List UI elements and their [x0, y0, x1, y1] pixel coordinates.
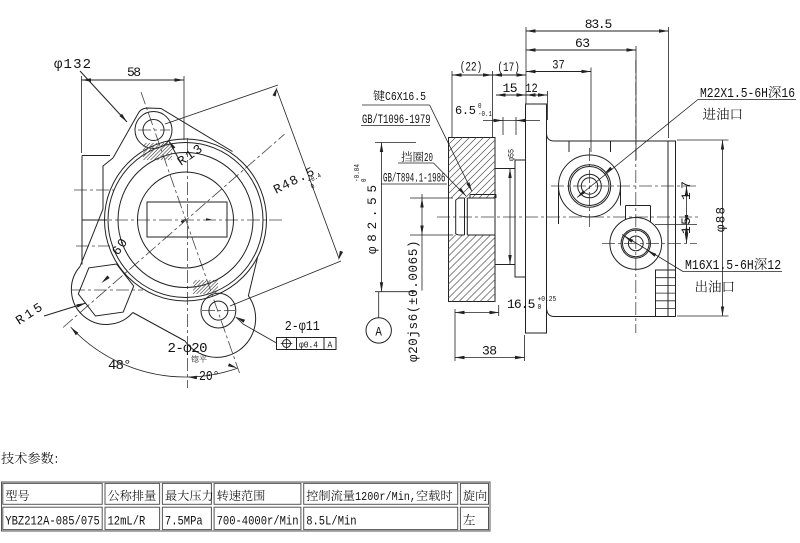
svg-text:0: 0 — [310, 183, 317, 192]
svg-text:0: 0 — [538, 304, 542, 312]
svg-text:700-4000r/Min: 700-4000r/Min — [217, 515, 299, 529]
svg-text:-0.04: -0.04 — [354, 164, 362, 182]
svg-text:1200r/Min,: 1200r/Min, — [355, 490, 416, 504]
svg-text:A: A — [328, 340, 333, 351]
svg-text:2-φ11: 2-φ11 — [285, 319, 320, 335]
svg-text:16: 16 — [781, 87, 795, 102]
svg-text:0: 0 — [361, 179, 369, 183]
svg-text:φ20js6(±0.0065): φ20js6(±0.0065) — [407, 241, 421, 363]
svg-text:8.5L/Min: 8.5L/Min — [306, 515, 356, 529]
svg-text:A: A — [375, 325, 382, 340]
svg-text:φ55: φ55 — [508, 149, 517, 161]
svg-text:63: 63 — [575, 36, 590, 51]
svg-text:7.5MPa: 7.5MPa — [165, 515, 203, 529]
svg-text:12: 12 — [525, 81, 538, 96]
svg-text:37: 37 — [552, 58, 565, 73]
svg-text:48°: 48° — [108, 358, 132, 374]
svg-text:0: 0 — [478, 103, 482, 111]
svg-text:φ0.4: φ0.4 — [299, 340, 318, 351]
svg-text:(17): (17) — [497, 60, 520, 75]
svg-text:C6X16.5: C6X16.5 — [385, 90, 426, 104]
svg-text:12: 12 — [767, 259, 781, 274]
svg-text:GB/T894.1-1986: GB/T894.1-1986 — [383, 172, 446, 186]
svg-text:58: 58 — [127, 65, 141, 80]
svg-text:(22): (22) — [460, 60, 483, 75]
svg-text:M16X1.5-6H: M16X1.5-6H — [685, 259, 754, 274]
svg-text:+0.25: +0.25 — [538, 296, 557, 304]
svg-text:-0.1: -0.1 — [478, 111, 492, 119]
svg-text:φ132: φ132 — [54, 57, 91, 73]
svg-text:83.5: 83.5 — [585, 17, 613, 32]
svg-text:12mL/R: 12mL/R — [108, 515, 146, 529]
svg-text:20°: 20° — [199, 369, 220, 385]
svg-text:M22X1.5-6H: M22X1.5-6H — [700, 87, 768, 102]
svg-text:15: 15 — [679, 217, 694, 234]
svg-text:GB/T1096-1979: GB/T1096-1979 — [362, 113, 431, 127]
svg-text:φ88: φ88 — [715, 207, 729, 232]
svg-text:6.5: 6.5 — [455, 104, 476, 118]
svg-text:15: 15 — [503, 81, 518, 96]
svg-text::: : — [54, 452, 59, 467]
svg-text:16.5: 16.5 — [507, 297, 535, 312]
svg-text:20: 20 — [424, 152, 433, 165]
svg-text:2-φ20: 2-φ20 — [168, 341, 208, 357]
svg-text:38: 38 — [482, 344, 497, 359]
svg-text:YBZ212A-085/075: YBZ212A-085/075 — [5, 515, 100, 529]
